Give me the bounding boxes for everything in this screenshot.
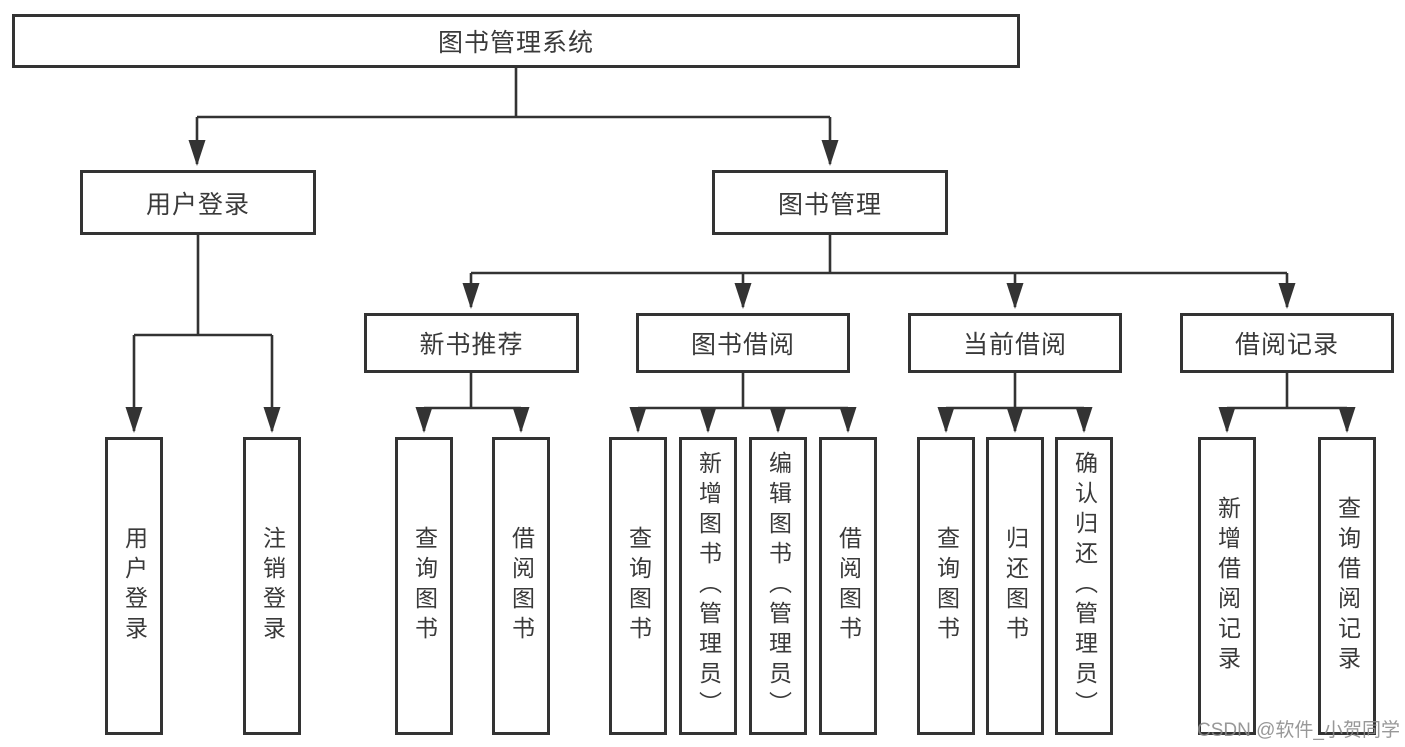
leaf-borrow-books-recommend: 借阅图书	[492, 437, 550, 735]
connector-book-management-to-level3	[462, 235, 1296, 309]
node-label: 新书推荐	[419, 331, 524, 359]
leaf-borrow-books: 借阅图书	[819, 437, 877, 735]
node-label: 当前借阅	[962, 331, 1067, 359]
leaf-user-login: 用户登录	[105, 437, 163, 735]
leaf-label: 借阅图书	[508, 526, 535, 646]
leaf-label: 查询图书	[625, 526, 652, 646]
leaf-label: 查询图书	[933, 526, 960, 646]
node-new-book-recommend: 新书推荐	[364, 313, 579, 373]
leaf-label: 编辑图书（管理员）	[765, 451, 792, 721]
node-label: 图书管理	[777, 190, 882, 219]
connector-current-borrow-group	[937, 373, 1093, 433]
node-label: 图书借阅	[690, 331, 795, 359]
leaf-label: 查询图书	[411, 526, 438, 646]
node-label: 图书管理系统	[437, 29, 594, 57]
node-label: 用户登录	[145, 190, 250, 219]
connector-borrow-records-group	[1218, 373, 1356, 433]
node-user-login: 用户登录	[80, 170, 316, 235]
leaf-logout: 注销登录	[243, 437, 301, 735]
leaf-query-books-recommend: 查询图书	[395, 437, 453, 735]
connector-book-borrow-group	[629, 373, 857, 433]
node-book-borrow: 图书借阅	[636, 313, 850, 373]
leaf-label: 查询借阅记录	[1334, 496, 1361, 676]
leaf-label: 注销登录	[259, 526, 286, 646]
leaf-label: 归还图书	[1002, 526, 1029, 646]
leaf-query-books-borrow: 查询图书	[609, 437, 667, 735]
node-root-library-system: 图书管理系统	[12, 14, 1020, 68]
leaf-query-borrow-record: 查询借阅记录	[1318, 437, 1376, 735]
csdn-watermark: CSDN @软件_小贺同学	[1197, 720, 1400, 741]
node-current-borrow: 当前借阅	[908, 313, 1122, 373]
leaf-query-books-current: 查询图书	[917, 437, 975, 735]
leaf-label: 确认归还（管理员）	[1071, 451, 1098, 721]
leaf-edit-book-admin: 编辑图书（管理员）	[749, 437, 807, 735]
node-book-management: 图书管理	[712, 170, 948, 235]
connector-new-book-group	[415, 373, 530, 433]
connector-user-login-group	[125, 235, 281, 433]
leaf-label: 新增借阅记录	[1214, 496, 1241, 676]
leaf-label: 新增图书（管理员）	[695, 451, 722, 721]
node-label: 借阅记录	[1234, 331, 1339, 359]
leaf-return-book: 归还图书	[986, 437, 1044, 735]
leaf-add-book-admin: 新增图书（管理员）	[679, 437, 737, 735]
node-borrow-records: 借阅记录	[1180, 313, 1394, 373]
leaf-confirm-return-admin: 确认归还（管理员）	[1055, 437, 1113, 735]
leaf-label: 用户登录	[121, 526, 148, 646]
leaf-add-borrow-record: 新增借阅记录	[1198, 437, 1256, 735]
leaf-label: 借阅图书	[835, 526, 862, 646]
connector-root-to-level2	[188, 67, 839, 166]
